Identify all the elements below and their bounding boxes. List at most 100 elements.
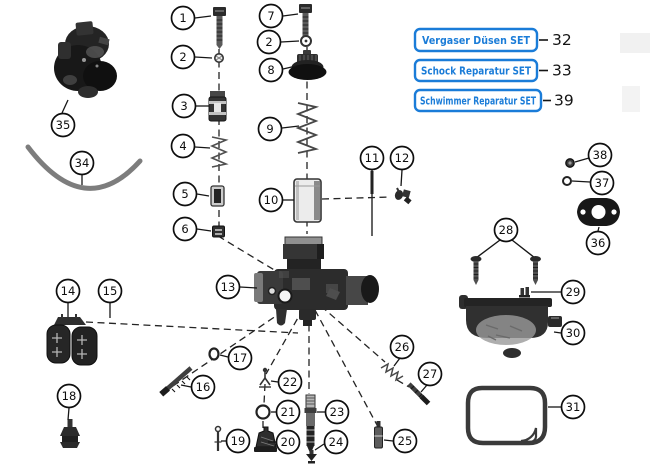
callout-number: 9 [266, 122, 273, 136]
detail [525, 287, 529, 295]
detail [326, 288, 340, 300]
callout-15: 15 [97, 278, 123, 304]
callout-1: 1 [170, 5, 196, 31]
callout-number: 18 [62, 389, 77, 403]
callout-number: 17 [233, 351, 248, 365]
part-float-bowl-30 [459, 295, 562, 358]
callout-number: 21 [281, 405, 296, 419]
leader [180, 384, 192, 388]
leader [553, 331, 562, 334]
leader [196, 193, 210, 197]
callout-number: 24 [329, 435, 344, 449]
callout-14: 14 [55, 278, 81, 304]
fork-lines [475, 239, 536, 259]
callout-number: 30 [566, 326, 581, 340]
callout-21: 21 [275, 399, 301, 425]
callout-number: 6 [181, 222, 188, 236]
detail [67, 419, 73, 427]
leader [61, 99, 69, 114]
detail [520, 288, 524, 295]
detail [306, 413, 315, 426]
part-tip-24 [306, 450, 317, 464]
detail [71, 326, 98, 366]
detail [465, 385, 548, 446]
detail [171, 376, 191, 393]
detail [520, 427, 538, 444]
detail [98, 36, 110, 46]
callout-number: 16 [196, 380, 211, 394]
detail [75, 21, 94, 36]
set-button-vergaser-duesen[interactable]: Vergaser Düsen SET [413, 27, 539, 53]
callout-12: 12 [389, 145, 415, 171]
part-throttle-slide-10 [293, 178, 322, 223]
detail [308, 461, 315, 464]
leader [280, 40, 300, 43]
callout-number: 23 [330, 405, 345, 419]
callout-number: 31 [566, 400, 581, 414]
set-box[interactable] [413, 88, 543, 113]
detail [209, 112, 226, 115]
detail [288, 64, 327, 80]
callout-5: 5 [172, 181, 198, 207]
callout-number: 14 [61, 284, 76, 298]
detail [403, 196, 412, 205]
leader [67, 407, 70, 421]
callout-22: 22 [277, 369, 303, 395]
detail [215, 233, 222, 235]
callout-3: 3 [171, 93, 197, 119]
set-box[interactable] [413, 27, 539, 53]
callout-19: 19 [225, 428, 251, 454]
detail [580, 209, 586, 215]
callout-number: 15 [103, 284, 118, 298]
detail [396, 187, 400, 193]
set-label[interactable]: Schwimmer Reparatur SET [420, 95, 536, 108]
part-nut-38 [565, 158, 575, 168]
set-label[interactable]: Schock Reparatur SET [421, 65, 531, 78]
dash-line [172, 302, 296, 387]
set-box[interactable] [413, 58, 539, 83]
dash-line [314, 309, 378, 426]
part-needle-clip-12 [394, 187, 412, 205]
detail [292, 278, 310, 290]
detail [60, 427, 80, 436]
detail [209, 101, 226, 104]
callout-37: 37 [589, 170, 615, 196]
detail [95, 64, 99, 68]
part-clip-22 [259, 367, 271, 388]
leader [314, 443, 325, 451]
detail [262, 367, 268, 373]
callout-9: 9 [257, 116, 283, 142]
part-needle-jet-23 [304, 394, 317, 454]
set-button-schock-reparatur[interactable]: Schock Reparatur SET [413, 58, 539, 83]
leader [282, 13, 299, 17]
leader [194, 56, 213, 59]
set-label[interactable]: Vergaser Düsen SET [422, 34, 530, 47]
callout-number: 3 [180, 99, 187, 113]
detail [283, 244, 324, 259]
callout-2b: 2 [256, 29, 282, 55]
callout-2a: 2 [170, 44, 196, 70]
detail [299, 55, 317, 63]
callout-24: 24 [323, 429, 349, 455]
detail [299, 309, 316, 320]
set-button-schwimmer-reparatur[interactable]: Schwimmer Reparatur SET [413, 88, 543, 113]
callout-number: 34 [75, 156, 90, 170]
detail [548, 316, 562, 327]
callout-number: 2 [179, 50, 186, 64]
callout-number: 28 [499, 223, 514, 237]
detail [306, 429, 315, 443]
callout-number: 35 [56, 118, 71, 132]
callout-number: 12 [395, 151, 410, 165]
set-number: 32 [552, 31, 572, 49]
dash-line [217, 235, 277, 272]
set-number: 39 [554, 92, 574, 110]
detail [279, 271, 289, 278]
part-nut-2a [214, 52, 225, 63]
callout-17: 17 [227, 345, 253, 371]
leader [282, 65, 297, 70]
part-screw-1 [213, 7, 226, 49]
detail [503, 348, 521, 358]
detail [305, 394, 316, 409]
detail [314, 181, 320, 220]
detail [77, 335, 87, 359]
